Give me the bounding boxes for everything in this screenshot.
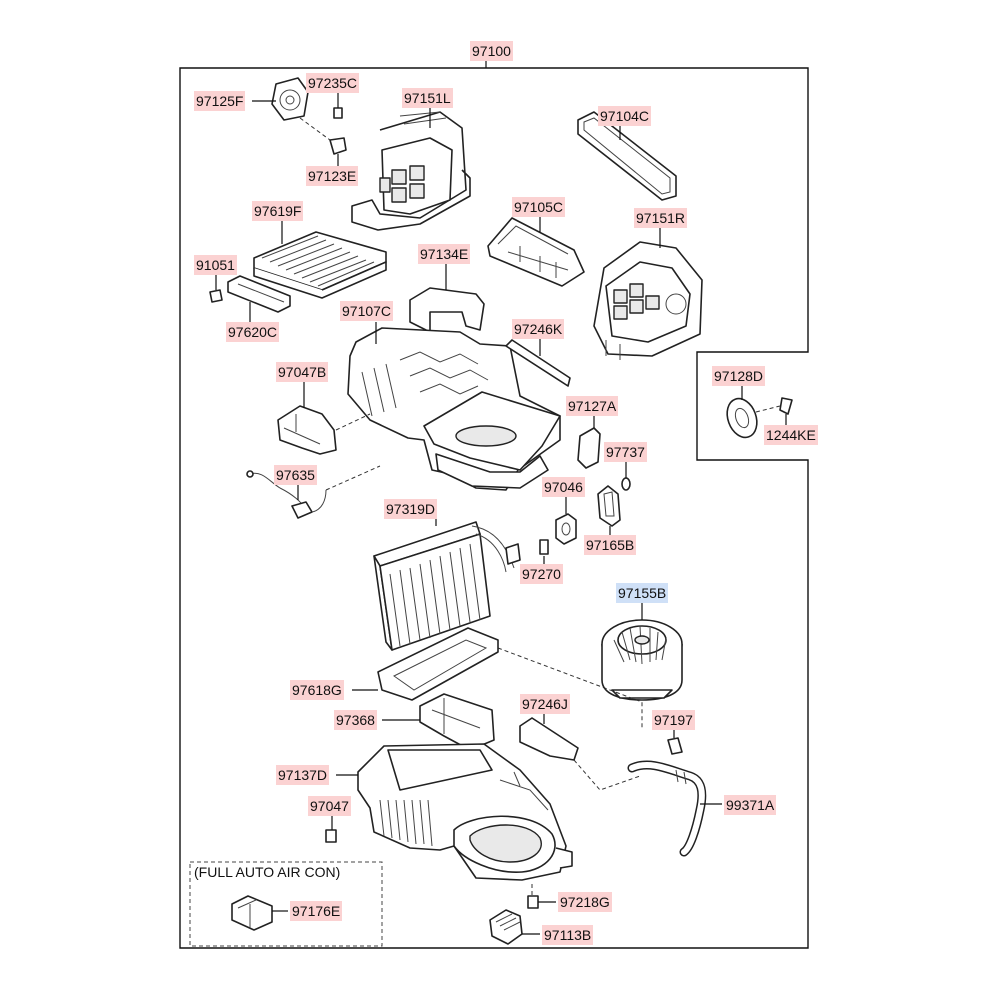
part-97155B (601, 619, 683, 701)
label-97270[interactable]: 97270 (520, 564, 563, 584)
label-97128D[interactable]: 97128D (712, 366, 766, 386)
label-97319D[interactable]: 97319D (384, 499, 438, 519)
label-97619F[interactable]: 97619F (252, 201, 304, 221)
part-97105C (487, 217, 585, 287)
part-97113B (489, 909, 523, 945)
label-97246K[interactable]: 97246K (512, 319, 565, 339)
label-97155B[interactable]: 97155B (616, 583, 669, 603)
part-97246J (519, 717, 579, 761)
part-97128D (726, 397, 758, 439)
label-97246J[interactable]: 97246J (520, 694, 570, 714)
assembly-frame (179, 67, 809, 949)
label-97125F[interactable]: 97125F (194, 91, 246, 111)
part-97620C (227, 275, 291, 313)
full-auto-note: (FULL AUTO AIR CON) (194, 864, 341, 880)
full-auto-box (189, 861, 383, 947)
label-99371A[interactable]: 99371A (724, 795, 777, 815)
part-97619F (253, 231, 387, 299)
part-97127A (577, 427, 601, 469)
label-97100[interactable]: 97100 (470, 41, 513, 61)
part-97104C (577, 111, 677, 201)
label-97218G[interactable]: 97218G (558, 892, 612, 912)
part-97151R (593, 241, 703, 360)
label-97046[interactable]: 97046 (542, 477, 585, 497)
label-97047[interactable]: 97047 (308, 796, 351, 816)
label-1244KE[interactable]: 1244KE (764, 425, 818, 445)
part-97235C (333, 107, 343, 119)
part-97046 (555, 513, 577, 545)
part-97218G (527, 895, 539, 909)
label-97137D[interactable]: 97137D (276, 765, 330, 785)
label-97047B[interactable]: 97047B (276, 362, 329, 382)
part-97123E (329, 137, 347, 155)
part-97176E (231, 895, 273, 931)
part-1244KE (779, 397, 793, 415)
label-97235C[interactable]: 97235C (306, 73, 360, 93)
part-91051 (209, 289, 223, 303)
part-97165B (597, 485, 621, 527)
label-97113B[interactable]: 97113B (542, 925, 594, 945)
label-97105C[interactable]: 97105C (512, 197, 566, 217)
label-97151L[interactable]: 97151L (402, 88, 453, 108)
part-97246K (505, 339, 571, 387)
part-97197 (667, 737, 683, 755)
part-99371A (627, 760, 707, 857)
part-97737 (621, 477, 631, 491)
label-97107C[interactable]: 97107C (340, 301, 394, 321)
label-97620C[interactable]: 97620C (226, 322, 280, 342)
label-97368[interactable]: 97368 (334, 710, 377, 730)
label-97104C[interactable]: 97104C (598, 106, 652, 126)
label-97737[interactable]: 97737 (604, 442, 647, 462)
part-97618G (377, 627, 499, 701)
label-91051[interactable]: 91051 (194, 255, 237, 275)
label-97165B[interactable]: 97165B (584, 535, 637, 555)
part-97137D (357, 743, 573, 881)
part-97319D (373, 521, 521, 651)
part-97107C (347, 327, 561, 491)
label-97618G[interactable]: 97618G (290, 680, 344, 700)
label-97151R[interactable]: 97151R (634, 208, 688, 228)
part-97047 (325, 829, 337, 843)
label-97635[interactable]: 97635 (274, 465, 317, 485)
label-97123E[interactable]: 97123E (306, 166, 359, 186)
label-97197[interactable]: 97197 (652, 710, 695, 730)
label-97127A[interactable]: 97127A (566, 396, 619, 416)
part-97125F (271, 77, 309, 121)
part-97635 (246, 470, 327, 519)
part-97151L (351, 111, 471, 231)
label-97176E[interactable]: 97176E (290, 901, 343, 921)
part-97047B (277, 405, 337, 455)
label-97134E[interactable]: 97134E (418, 244, 471, 264)
part-97134E (409, 287, 485, 333)
part-97270 (539, 539, 549, 555)
part-97368 (419, 693, 495, 751)
